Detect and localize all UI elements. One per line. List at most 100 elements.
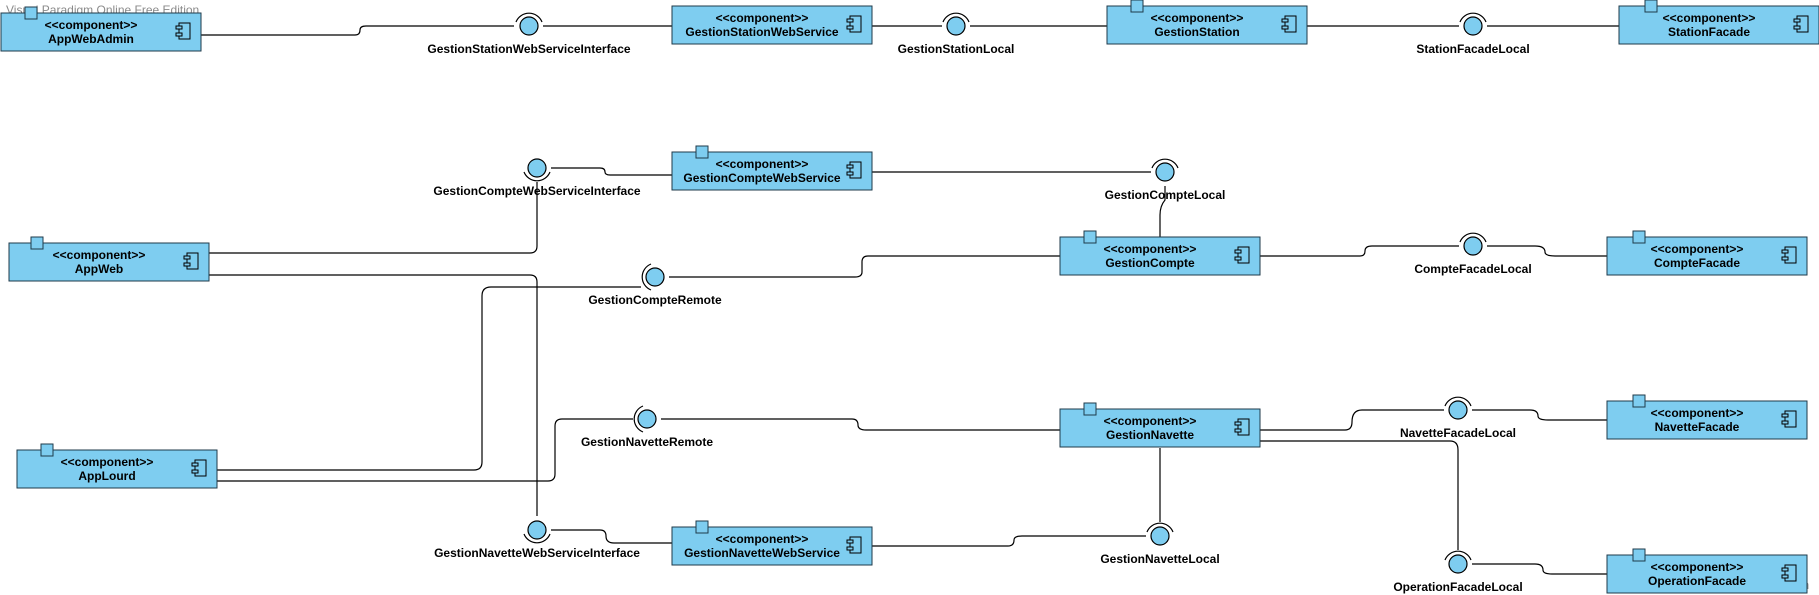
interface-CompteFacadeLocal[interactable]: CompteFacadeLocal [1414, 232, 1532, 276]
component-icon [1781, 410, 1797, 428]
component-name: AppWebAdmin [48, 32, 134, 46]
interface-NavetteFacadeLocal[interactable]: NavetteFacadeLocal [1400, 396, 1516, 440]
interface-label: GestionNavetteWebServiceInterface [434, 546, 640, 560]
port-icon [1130, 0, 1144, 13]
connector-line [1159, 186, 1166, 237]
component-stereotype: <<component>> [1651, 560, 1744, 574]
socket-icon [1444, 550, 1472, 561]
connector-line [669, 255, 1060, 278]
interface-StationFacadeLocal[interactable]: StationFacadeLocal [1416, 12, 1530, 56]
component-box [671, 5, 873, 45]
connector-layer [201, 25, 1619, 575]
interface-GestionCompteLocal[interactable]: GestionCompteLocal [1105, 158, 1226, 202]
interface-label: GestionCompteLocal [1105, 188, 1226, 202]
socket-icon [1151, 158, 1179, 169]
component-StationFacade[interactable]: <<component>>StationFacade [1618, 0, 1819, 45]
interface-label: StationFacadeLocal [1416, 42, 1529, 56]
component-stereotype: <<component>> [1651, 406, 1744, 420]
interface-OperationFacadeLocal[interactable]: OperationFacadeLocal [1393, 550, 1523, 594]
socket-icon [1459, 232, 1487, 243]
component-GestionCompte[interactable]: <<component>>GestionCompte [1059, 230, 1261, 276]
socket-icon [515, 12, 543, 23]
component-GestionStationWebService[interactable]: <<component>>GestionStationWebService [671, 5, 873, 45]
port-icon [40, 443, 54, 457]
lollipop-icon [1448, 400, 1468, 420]
connector-line [209, 182, 538, 254]
socket-icon [1444, 396, 1472, 407]
component-box [1106, 5, 1308, 45]
component-stereotype: <<component>> [45, 18, 138, 32]
component-icon [846, 15, 862, 33]
component-AppWeb[interactable]: <<component>>AppWeb [8, 236, 210, 282]
port-icon [24, 6, 38, 20]
component-stereotype: <<component>> [1651, 242, 1744, 256]
component-box [1059, 408, 1261, 448]
interface-GestionCompteRemote[interactable]: GestionCompteRemote [588, 263, 722, 307]
port-icon [1644, 0, 1658, 13]
component-name: AppLourd [78, 469, 135, 483]
lollipop-icon [1155, 162, 1175, 182]
port-icon [30, 236, 44, 250]
lollipop-icon [1448, 554, 1468, 574]
component-GestionCompteWebService[interactable]: <<component>>GestionCompteWebService [671, 145, 873, 191]
interface-label: GestionNavetteLocal [1100, 552, 1219, 566]
component-AppWebAdmin[interactable]: <<component>>AppWebAdmin [0, 6, 202, 52]
component-stereotype: <<component>> [716, 157, 809, 171]
component-icon [846, 161, 862, 179]
interface-label: GestionNavetteRemote [581, 435, 713, 449]
component-stereotype: <<component>> [53, 248, 146, 262]
socket-icon [523, 171, 551, 182]
connector-line [217, 418, 633, 482]
interface-label: GestionStationLocal [898, 42, 1015, 56]
interface-GestionNavetteLocal[interactable]: GestionNavetteLocal [1100, 522, 1220, 566]
connector-line [551, 167, 672, 176]
interface-label: GestionCompteWebServiceInterface [433, 184, 641, 198]
component-name: GestionStation [1154, 25, 1239, 39]
lollipop-icon [1150, 526, 1170, 546]
component-name: OperationFacade [1648, 574, 1746, 588]
component-GestionStation[interactable]: <<component>>GestionStation [1106, 0, 1308, 45]
lollipop-icon [527, 520, 547, 540]
lollipop-icon [1463, 236, 1483, 256]
connector-line [1487, 245, 1607, 257]
component-GestionNavetteWebService[interactable]: <<component>>GestionNavetteWebService [671, 520, 873, 566]
component-GestionNavette[interactable]: <<component>>GestionNavette [1059, 402, 1261, 448]
interface-GestionNavetteWebServiceInterface[interactable]: GestionNavetteWebServiceInterface [434, 520, 640, 560]
port-icon [1632, 548, 1646, 562]
lollipop-icon [527, 158, 547, 178]
socket-icon [633, 405, 644, 433]
interface-GestionCompteWebServiceInterface[interactable]: GestionCompteWebServiceInterface [433, 158, 641, 198]
port-icon [1083, 230, 1097, 244]
component-name: GestionNavetteWebService [684, 546, 840, 560]
component-OperationFacade[interactable]: <<component>>OperationFacade [1606, 548, 1808, 594]
component-NavetteFacade[interactable]: <<component>>NavetteFacade [1606, 394, 1808, 440]
component-name: GestionNavette [1106, 428, 1194, 442]
component-stereotype: <<component>> [716, 11, 809, 25]
component-stereotype: <<component>> [1104, 242, 1197, 256]
port-icon [1632, 394, 1646, 408]
interface-GestionStationWebServiceInterface[interactable]: GestionStationWebServiceInterface [427, 12, 631, 56]
component-CompteFacade[interactable]: <<component>>CompteFacade [1606, 230, 1808, 276]
component-stereotype: <<component>> [1104, 414, 1197, 428]
component-name: NavetteFacade [1655, 420, 1740, 434]
component-icon [191, 459, 207, 477]
socket-icon [1459, 12, 1487, 23]
connector-line [1472, 563, 1607, 575]
component-name: StationFacade [1668, 25, 1750, 39]
component-name: GestionCompteWebService [683, 171, 840, 185]
port-icon [1632, 230, 1646, 244]
interface-label: GestionCompteRemote [588, 293, 722, 307]
connector-line [661, 418, 1060, 431]
connector-line [1472, 409, 1607, 421]
component-AppLourd[interactable]: <<component>>AppLourd [16, 443, 218, 489]
interface-GestionStationLocal[interactable]: GestionStationLocal [898, 12, 1015, 56]
component-icon [1281, 15, 1297, 33]
interface-GestionNavetteRemote[interactable]: GestionNavetteRemote [581, 405, 713, 449]
port-icon [695, 145, 709, 159]
component-stereotype: <<component>> [61, 455, 154, 469]
lollipop-icon [645, 267, 665, 287]
socket-icon [1146, 522, 1174, 533]
interface-label: GestionStationWebServiceInterface [427, 42, 631, 56]
